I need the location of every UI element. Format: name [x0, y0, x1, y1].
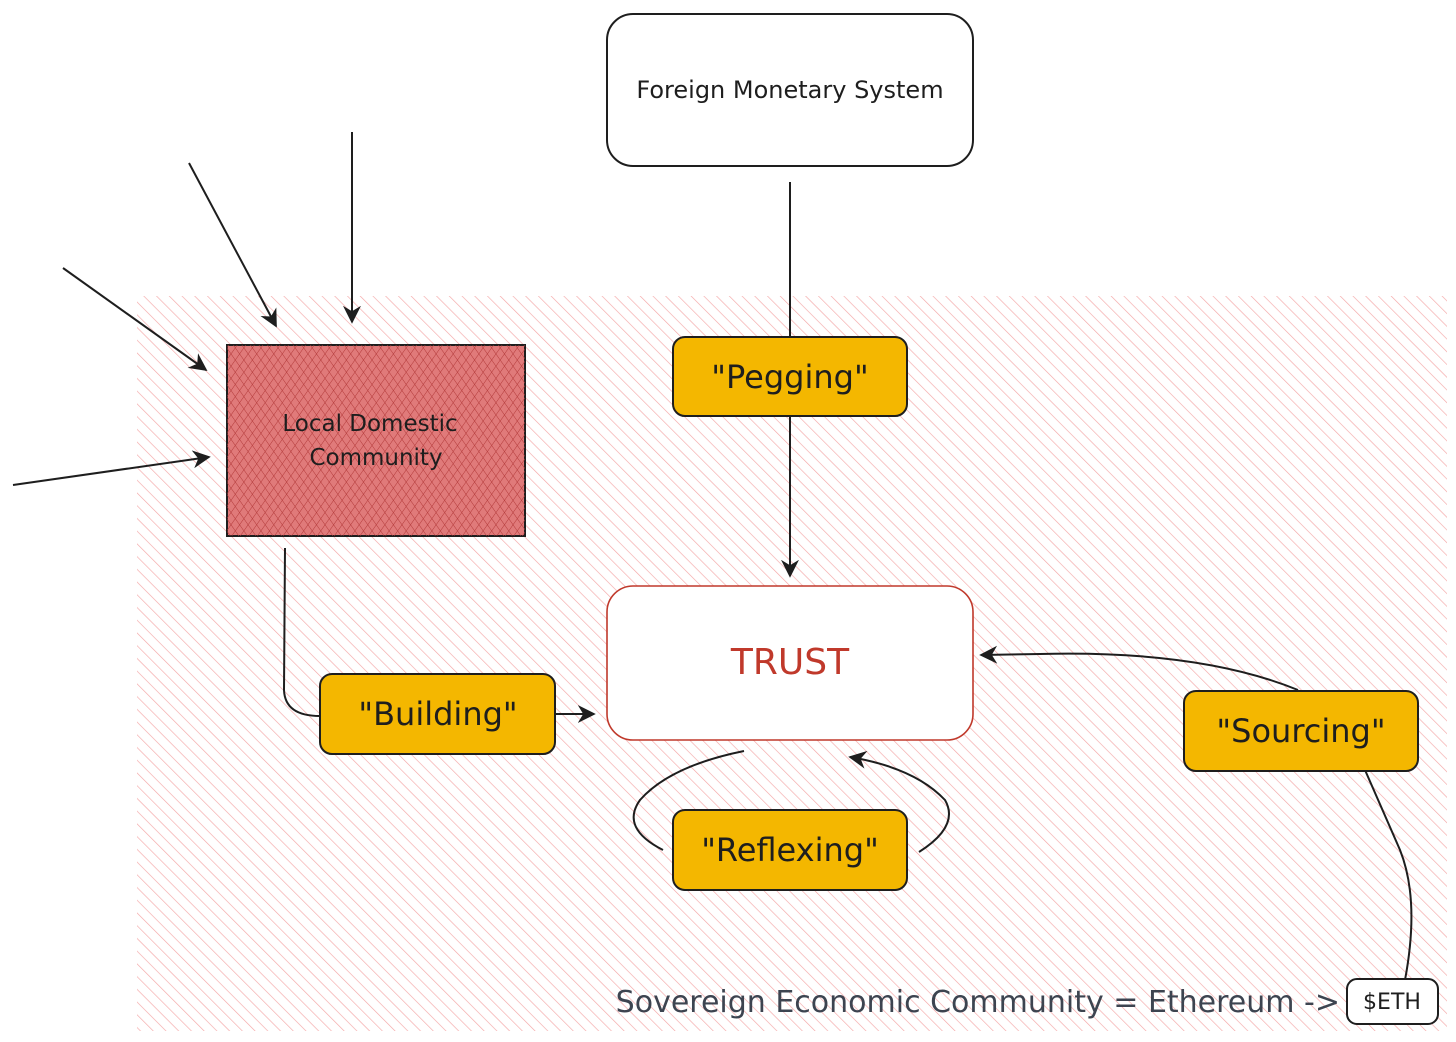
sovereign-community-label: Sovereign Economic Community = Ethereum … — [616, 985, 1340, 1020]
reflexing-node[interactable]: "Reflexing" — [672, 809, 908, 891]
edge-local-to-building — [282, 547, 321, 717]
incoming-arrows — [12, 132, 361, 486]
building-node[interactable]: "Building" — [319, 673, 556, 755]
trust-label: TRUST — [730, 642, 850, 683]
pegging-label: "Pegging" — [711, 358, 868, 396]
foreign-monetary-system-label: Foreign Monetary System — [636, 76, 943, 104]
incoming-arrow-3 — [62, 267, 208, 372]
building-label: "Building" — [358, 695, 517, 733]
pegging-box — [672, 336, 908, 417]
trust-node[interactable]: TRUST — [606, 585, 974, 741]
local-domestic-community-node[interactable]: Local Domestic Community — [226, 344, 526, 537]
reflexing-box — [672, 809, 908, 891]
eth-label: $ETH — [1363, 990, 1421, 1015]
local-domestic-community-label-line1: Local Domestic — [282, 411, 457, 437]
sourcing-label: "Sourcing" — [1216, 712, 1385, 750]
edges — [282, 182, 1413, 981]
eth-box — [1346, 978, 1439, 1025]
incoming-arrow-2 — [188, 162, 277, 328]
building-box — [319, 673, 556, 755]
sourcing-box — [1183, 690, 1419, 772]
edge-reflexing-right-loop — [848, 750, 950, 853]
local-hatch-b — [227, 345, 525, 536]
eth-node[interactable]: $ETH — [1346, 978, 1439, 1025]
foreign-monetary-system-box — [606, 13, 974, 167]
pegging-node[interactable]: "Pegging" — [672, 336, 908, 417]
edge-sourcing-to-trust — [979, 645, 1299, 691]
edge-reflexing-left-loop — [632, 750, 745, 851]
sourcing-node[interactable]: "Sourcing" — [1183, 690, 1419, 772]
trust-box — [606, 585, 974, 741]
reflexing-label: "Reflexing" — [701, 831, 879, 869]
incoming-arrow-4 — [12, 450, 211, 486]
local-domestic-community-label-line2: Community — [309, 445, 442, 471]
edge-eth-to-sourcing — [1364, 769, 1413, 981]
foreign-monetary-system-node[interactable]: Foreign Monetary System — [606, 13, 974, 167]
